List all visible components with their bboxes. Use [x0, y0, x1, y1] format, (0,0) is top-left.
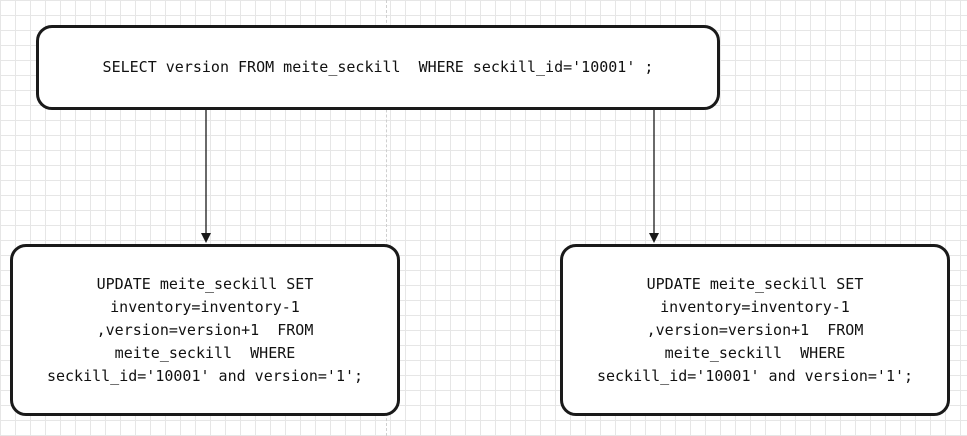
- center-guide-line: [386, 0, 387, 436]
- node-select-query-text: SELECT version FROM meite_seckill WHERE …: [102, 58, 654, 76]
- node-update-query-left: UPDATE meite_seckill SET inventory=inven…: [10, 244, 400, 416]
- node-update-query-right: UPDATE meite_seckill SET inventory=inven…: [560, 244, 950, 416]
- node-update-query-left-text: UPDATE meite_seckill SET inventory=inven…: [46, 274, 364, 385]
- node-select-query: SELECT version FROM meite_seckill WHERE …: [36, 25, 720, 110]
- node-update-query-right-text: UPDATE meite_seckill SET inventory=inven…: [596, 274, 914, 385]
